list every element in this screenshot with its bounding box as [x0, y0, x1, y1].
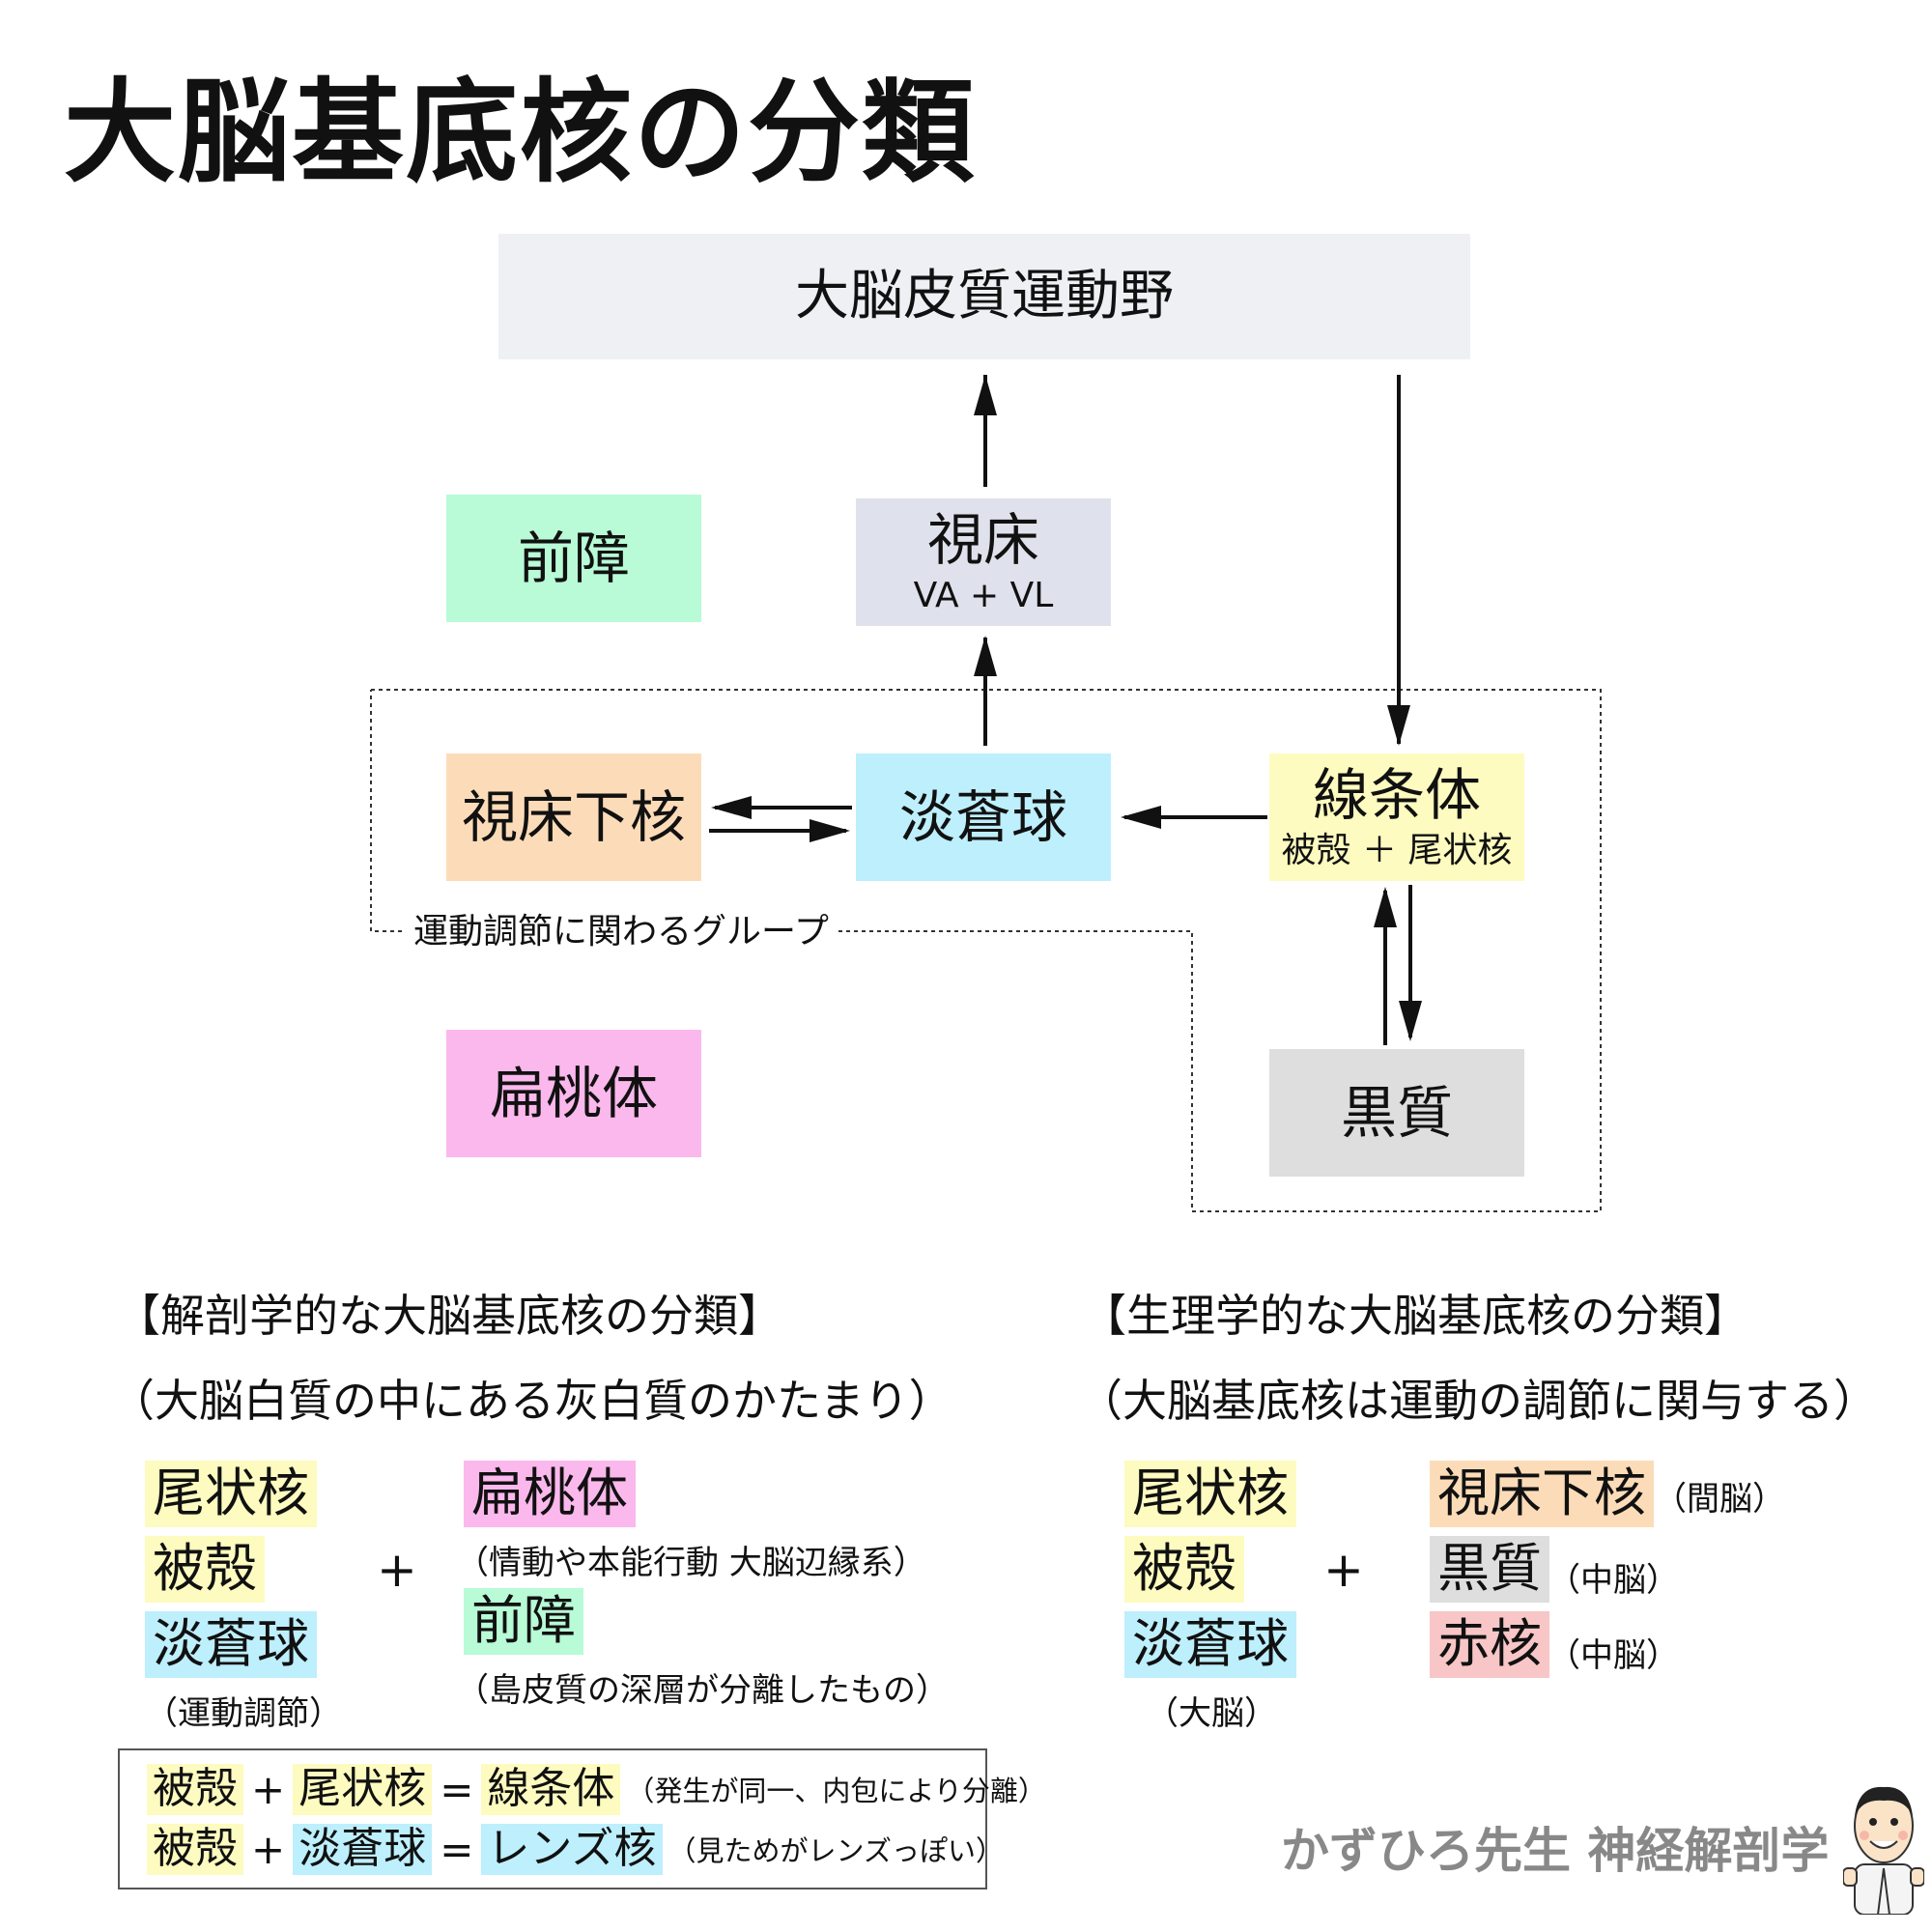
arrowhead-cortex: [974, 375, 997, 415]
summary-equals-1: =: [440, 1765, 474, 1813]
mascot-icon: [1843, 1786, 1924, 1915]
thalamus-label: 視床: [926, 507, 1039, 574]
anatomical-subheading: （大脳白質の中にある灰白質のかたまり）: [110, 1375, 953, 1427]
arrowhead-thalamus: [974, 636, 997, 676]
anat-item-caudate: 尾状核: [145, 1461, 317, 1527]
summary-striatum-note: （発生が同一、内包により分離）: [626, 1775, 1046, 1808]
summary-striatum: 線条体: [481, 1764, 621, 1815]
summary-globus-pallidus: 淡蒼球: [293, 1824, 433, 1875]
arrowhead-gp-from-subthalamic: [810, 819, 850, 842]
summary-putamen-2: 被殻: [147, 1824, 243, 1875]
phys-item-caudate: 尾状核: [1124, 1461, 1296, 1527]
anat-item-amygdala: 扁桃体: [464, 1461, 636, 1527]
subthalamic-nucleus-box: 視床下核: [446, 753, 701, 881]
globus-pallidus-label: 淡蒼球: [898, 783, 1067, 850]
summary-row-lentiform: 被殻 + 淡蒼球 = レンズ核 （見ためがレンズっぽい）: [147, 1824, 1004, 1875]
phys-left-note: （大脳）: [1146, 1694, 1277, 1733]
page-title: 大脳基底核の分類: [64, 68, 976, 198]
anatomical-heading: 【解剖学的な大脳基底核の分類】: [116, 1290, 782, 1342]
substantia-nigra-label: 黒質: [1340, 1079, 1453, 1146]
arrowhead-striatum: [1387, 705, 1410, 746]
anat-left-note: （運動調節）: [145, 1694, 342, 1733]
striatum-box: 線条体 被殻 ＋ 尾状核: [1269, 753, 1524, 881]
arrowhead-nigra: [1399, 1001, 1422, 1041]
summary-lentiform: レンズ核: [481, 1824, 663, 1875]
phys-red-nucleus-note: （中脳）: [1548, 1636, 1679, 1675]
summary-equals-2: =: [440, 1825, 474, 1873]
globus-pallidus-box: 淡蒼球: [856, 753, 1111, 881]
summary-caudate: 尾状核: [293, 1764, 433, 1815]
phys-subthalamic-note: （間脳）: [1654, 1480, 1785, 1519]
phys-nigra-note: （中脳）: [1548, 1561, 1679, 1600]
subthalamic-nucleus-label: 視床下核: [461, 783, 686, 850]
arrowhead-subthalamic: [711, 796, 752, 819]
arrowhead-striatum-from-nigra: [1374, 887, 1397, 927]
physiological-heading: 【生理学的な大脳基底核の分類】: [1082, 1290, 1748, 1342]
anat-item-globus-pallidus: 淡蒼球: [145, 1611, 317, 1678]
motor-cortex-box: 大脳皮質運動野: [498, 234, 1470, 359]
striatum-label: 線条体: [1312, 762, 1481, 829]
anat-item-putamen: 被殻: [145, 1536, 265, 1603]
arrowhead-gp-from-striatum: [1121, 806, 1161, 829]
thalamus-sub-label: VA + VL: [913, 575, 1054, 615]
amygdala-label: 扁桃体: [489, 1060, 658, 1126]
summary-plus-2: +: [251, 1825, 286, 1873]
summary-row-striatum: 被殻 + 尾状核 = 線条体 （発生が同一、内包により分離）: [147, 1764, 1046, 1815]
phys-item-putamen: 被殻: [1124, 1536, 1244, 1603]
anat-amygdala-note: （情動や本能行動 大脳辺縁系）: [456, 1544, 926, 1582]
substantia-nigra-box: 黒質: [1269, 1049, 1524, 1177]
credit-text: かずひろ先生 神経解剖学: [1281, 1823, 1830, 1879]
summary-putamen-1: 被殻: [147, 1764, 243, 1815]
summary-box: 被殻 + 尾状核 = 線条体 （発生が同一、内包により分離） 被殻 + 淡蒼球 …: [118, 1748, 1046, 1889]
motor-group-outline: [370, 689, 1602, 1212]
thalamus-box: 視床 VA + VL: [856, 498, 1111, 626]
claustrum-label: 前障: [517, 525, 630, 591]
anat-claustrum-note: （島皮質の深層が分離したもの）: [456, 1671, 949, 1710]
physiological-subheading: （大脳基底核は運動の調節に関与する）: [1078, 1375, 1878, 1427]
summary-plus-1: +: [251, 1765, 286, 1813]
amygdala-box: 扁桃体: [446, 1030, 701, 1157]
phys-plus: +: [1323, 1542, 1364, 1598]
striatum-sub-label: 被殻 ＋ 尾状核: [1281, 830, 1513, 870]
phys-item-red-nucleus: 赤核: [1430, 1611, 1549, 1678]
motor-cortex-label: 大脳皮質運動野: [795, 264, 1174, 327]
anat-item-claustrum: 前障: [464, 1588, 583, 1655]
motor-group-label: 運動調節に関わるグループ: [406, 903, 837, 953]
anat-plus: +: [377, 1542, 417, 1598]
summary-lentiform-note: （見ためがレンズっぽい）: [668, 1834, 1004, 1868]
phys-item-subthalamic: 視床下核: [1430, 1461, 1654, 1527]
phys-item-globus-pallidus: 淡蒼球: [1124, 1611, 1296, 1678]
phys-item-substantia-nigra: 黒質: [1430, 1536, 1549, 1603]
claustrum-box: 前障: [446, 495, 701, 622]
